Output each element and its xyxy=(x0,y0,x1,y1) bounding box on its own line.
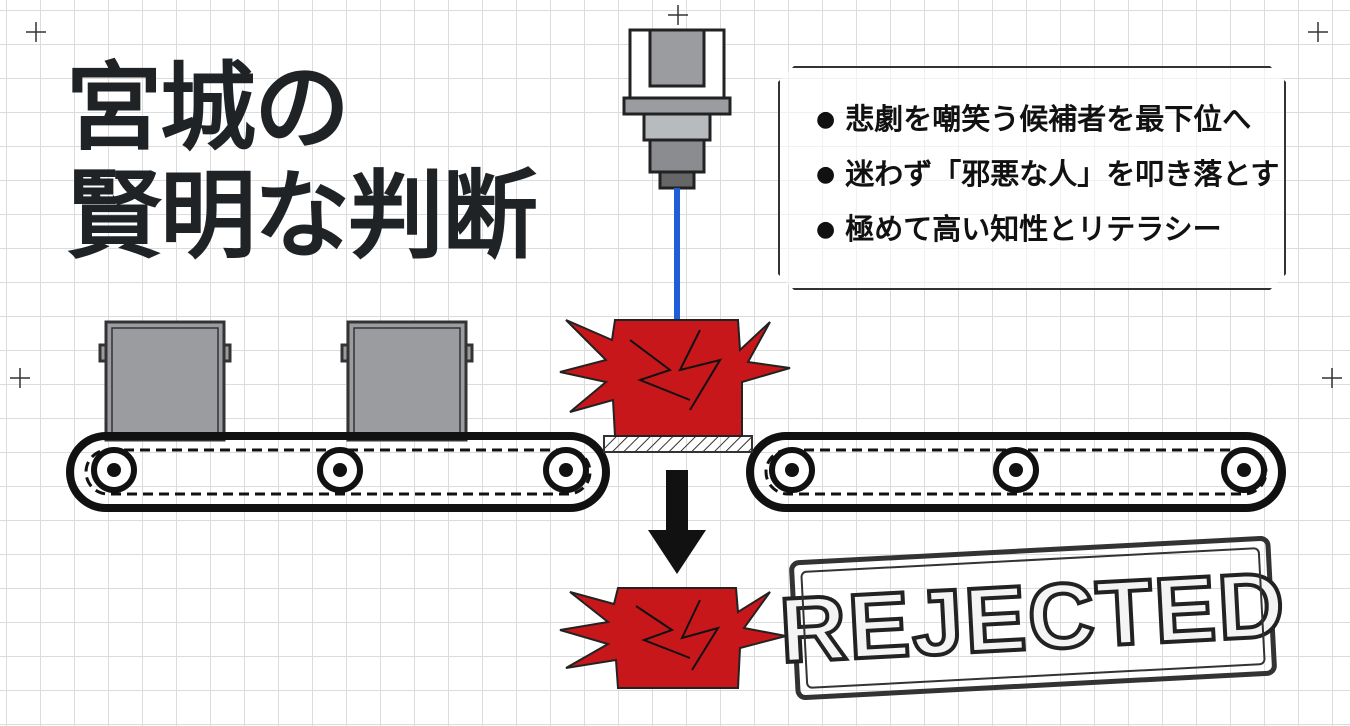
gray-box xyxy=(340,320,474,442)
trapdoor xyxy=(603,435,753,453)
stamp-label: REJECTED xyxy=(775,551,1290,683)
title-line-2: 賢明な判断 xyxy=(66,160,538,272)
bullet-item: 迷わず「邪悪な人」を叩き落とす xyxy=(816,147,1284,202)
right-conveyor xyxy=(746,432,1286,512)
title-line-1: 宮城の xyxy=(66,52,350,164)
rejected-box-exploding xyxy=(559,319,791,437)
crosshair-marks xyxy=(10,5,1342,388)
rejected-stamp: REJECTED xyxy=(775,535,1291,701)
rejected-box-fallen xyxy=(559,587,787,689)
bullet-panel: 悲劇を嘲笑う候補者を最下位へ 迷わず「邪悪な人」を叩き落とす 極めて高い知性とリ… xyxy=(778,66,1286,290)
gray-box xyxy=(98,320,232,442)
down-arrow-icon xyxy=(648,470,706,574)
bullet-item: 悲劇を嘲笑う候補者を最下位へ xyxy=(816,92,1284,147)
left-conveyor xyxy=(66,432,610,512)
page-title: 宮城の 賢明な判断 xyxy=(66,52,538,272)
laser-arm xyxy=(622,28,732,190)
bullet-item: 極めて高い知性とリテラシー xyxy=(816,202,1284,257)
